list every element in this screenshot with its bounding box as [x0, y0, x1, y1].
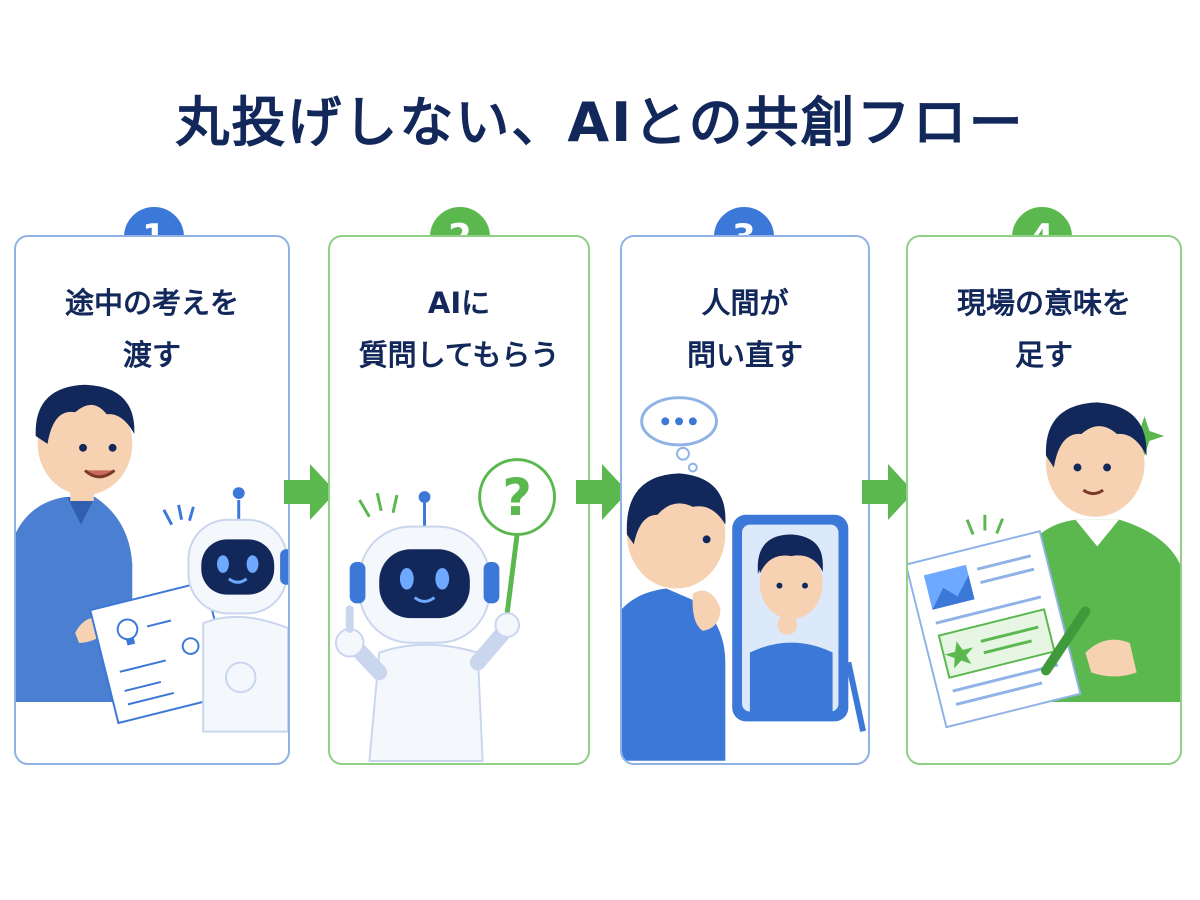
pen-icon — [1041, 606, 1137, 677]
star-icon — [944, 641, 974, 669]
step-2-card: AIに 質問してもらう ? — [328, 235, 590, 765]
step-4-illustration — [908, 402, 1180, 729]
mirror-icon — [732, 514, 866, 732]
step-1-text: 途中の考えを 渡す — [64, 286, 239, 372]
robot-icon — [334, 491, 521, 762]
step-4-card: 現場の意味を 足す — [906, 235, 1182, 765]
step-1-illustration — [16, 384, 288, 733]
person-icon — [622, 473, 726, 761]
step-2-text: AIに 質問してもらう — [358, 286, 560, 372]
arrow-right-icon — [284, 464, 336, 520]
step-3-text: 人間が 問い直す — [686, 286, 803, 372]
robot-icon — [162, 487, 288, 733]
arrow-right-icon — [576, 464, 628, 520]
step-2-illustration: ? — [334, 458, 556, 762]
step-4-text: 現場の意味を 足す — [956, 286, 1131, 372]
lightbulb-icon — [116, 618, 139, 646]
svg-text:?: ? — [502, 468, 532, 528]
arrow-right-icon — [862, 464, 914, 520]
step-1-card: 途中の考えを 渡す — [14, 235, 290, 765]
step-3-illustration — [622, 396, 866, 761]
step-3-card: 人間が 問い直す — [620, 235, 870, 765]
document-icon — [908, 529, 1082, 729]
page-title: 丸投げしない、AIとの共創フロー — [175, 91, 1025, 154]
thought-bubble-icon — [640, 396, 718, 473]
